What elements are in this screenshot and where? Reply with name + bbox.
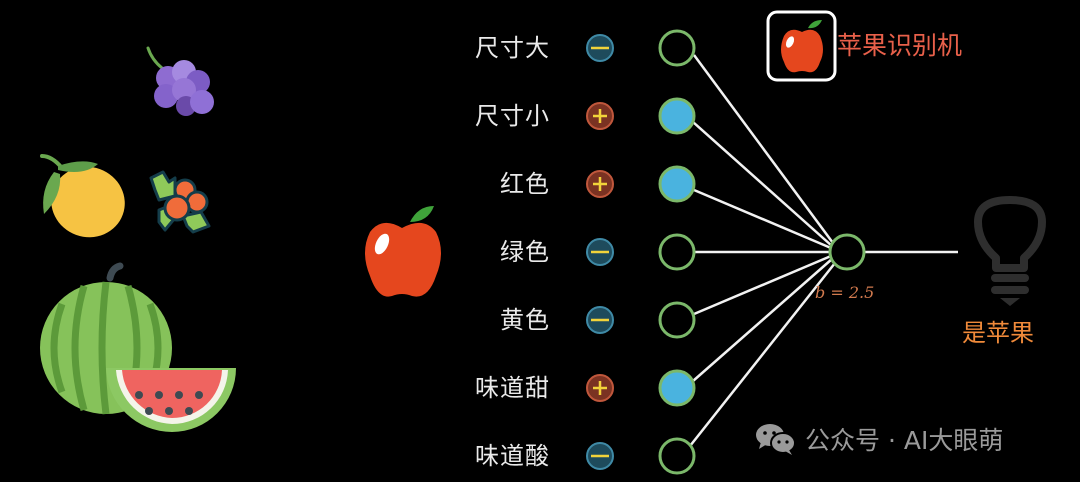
input-node-active (658, 165, 696, 203)
sign-minus-icon (586, 34, 614, 62)
sign-minus-icon (586, 442, 614, 470)
input-node-inactive (658, 437, 696, 475)
bias-label: b = 2.5 (815, 283, 875, 302)
feature-label-sweet: 味道甜 (475, 374, 550, 402)
output-label: 是苹果 (962, 319, 1034, 347)
feature-label-green: 绿色 (500, 238, 550, 266)
watermark: 公众号 · AI大眼萌 (755, 421, 1003, 457)
apple-icon (365, 206, 441, 297)
input-node-active (658, 369, 696, 407)
connection-line (692, 54, 835, 244)
grape-icon (146, 46, 214, 116)
connection-line (692, 121, 833, 247)
watermelon-icon (40, 262, 236, 432)
input-node-inactive (658, 29, 696, 67)
wechat-icon (756, 424, 796, 455)
output-neuron (828, 233, 866, 271)
watermark-text: 公众号 · AI大眼萌 (805, 426, 1004, 455)
feature-label-sour: 味道酸 (475, 442, 550, 470)
sign-minus-icon (586, 306, 614, 334)
diagram-title: 苹果识别机 (837, 31, 963, 60)
connection-line (689, 262, 836, 447)
holly-berries-icon (149, 170, 211, 234)
input-node-inactive (658, 233, 696, 271)
feature-label-yellow: 黄色 (500, 306, 550, 334)
connection-line (693, 188, 832, 250)
input-node-inactive (658, 301, 696, 339)
lightbulb-tip (1000, 298, 1020, 306)
connection-line (692, 258, 833, 382)
sign-plus-icon (586, 170, 614, 198)
lightbulb-icon (974, 196, 1046, 294)
sign-plus-icon (586, 374, 614, 402)
input-node-active (658, 97, 696, 135)
feature-label-red: 红色 (500, 170, 550, 198)
sign-plus-icon (586, 102, 614, 130)
lemon-icon (40, 154, 125, 238)
feature-label-small-size: 尺寸小 (475, 102, 550, 130)
apple-logo-icon (781, 20, 823, 73)
connection-line (693, 254, 832, 316)
sign-minus-icon (586, 238, 614, 266)
feature-label-large-size: 尺寸大 (475, 34, 550, 62)
